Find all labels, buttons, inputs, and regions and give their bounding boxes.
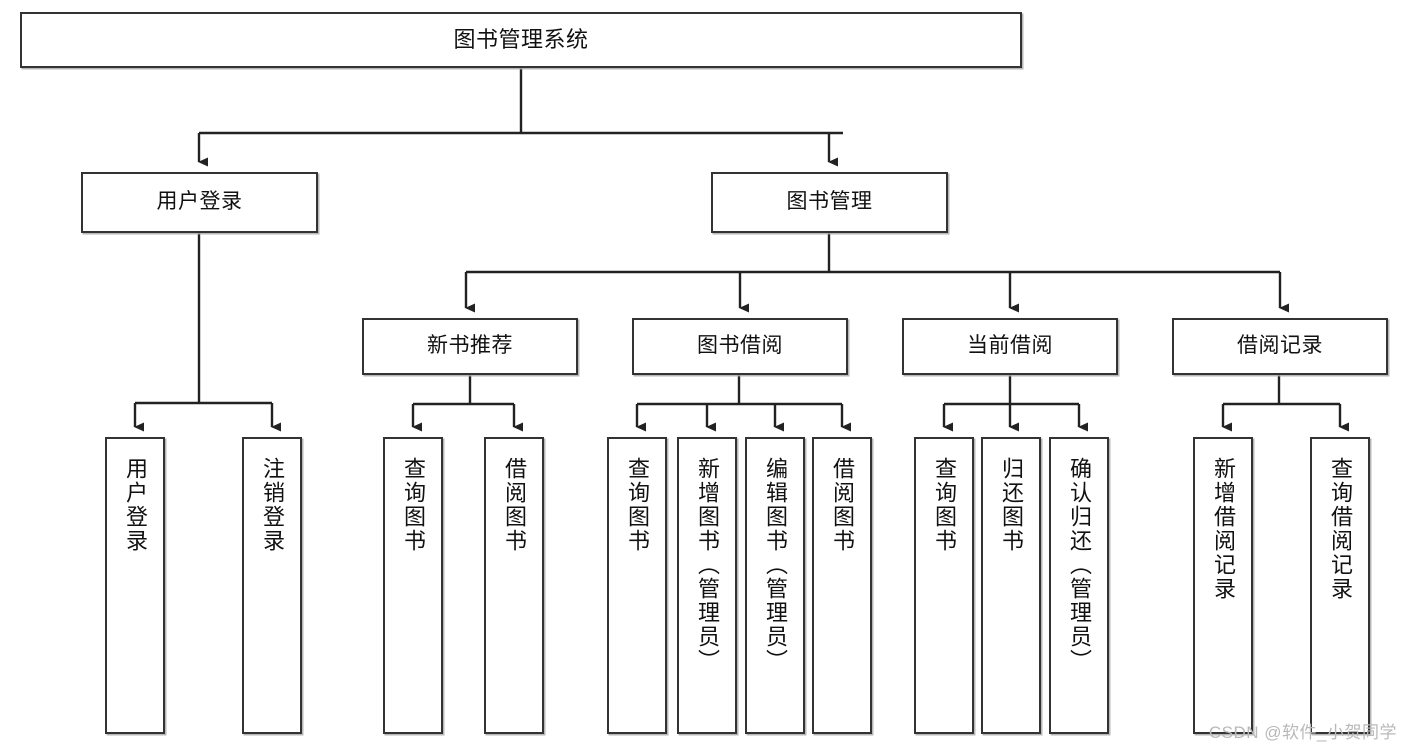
node-borrow-record-label: 借阅记录 <box>1237 334 1323 358</box>
node-leaf-add-book-label: 新增图书（管理员） <box>695 457 720 673</box>
node-leaf-query-record[interactable]: 查询借阅记录 <box>1310 437 1370 734</box>
node-leaf-confirm-return[interactable]: 确认归还（管理员） <box>1049 437 1109 734</box>
node-leaf-query-book-1[interactable]: 查询图书 <box>383 437 443 734</box>
node-leaf-edit-book-label: 编辑图书（管理员） <box>763 457 788 673</box>
node-new-book-rec-label: 新书推荐 <box>427 334 513 358</box>
node-leaf-query-book-2[interactable]: 查询图书 <box>607 437 667 734</box>
node-current-borrow-label: 当前借阅 <box>967 334 1053 358</box>
node-leaf-add-record-label: 新增借阅记录 <box>1211 457 1236 601</box>
node-leaf-query-book-3[interactable]: 查询图书 <box>914 437 974 734</box>
node-book-borrow-label: 图书借阅 <box>697 334 783 358</box>
node-leaf-add-book[interactable]: 新增图书（管理员） <box>677 437 737 734</box>
node-leaf-confirm-return-label: 确认归还（管理员） <box>1067 457 1092 673</box>
node-leaf-query-book-3-label: 查询图书 <box>932 457 957 553</box>
node-borrow-record[interactable]: 借阅记录 <box>1172 318 1388 375</box>
node-leaf-query-book-1-label: 查询图书 <box>401 457 426 553</box>
node-user-login[interactable]: 用户登录 <box>81 172 318 233</box>
node-leaf-edit-book[interactable]: 编辑图书（管理员） <box>745 437 805 734</box>
watermark: CSDN @软件_小贺同学 <box>1208 723 1397 742</box>
node-leaf-query-record-label: 查询借阅记录 <box>1328 457 1353 601</box>
node-leaf-query-book-2-label: 查询图书 <box>625 457 650 553</box>
node-leaf-return-book-label: 归还图书 <box>999 457 1024 553</box>
node-leaf-user-login-label: 用户登录 <box>123 457 148 553</box>
node-leaf-borrow-book-2[interactable]: 借阅图书 <box>812 437 872 734</box>
node-new-book-rec[interactable]: 新书推荐 <box>362 318 578 375</box>
node-leaf-borrow-book-1-label: 借阅图书 <box>502 457 527 553</box>
node-book-manage[interactable]: 图书管理 <box>711 172 948 233</box>
node-leaf-user-login[interactable]: 用户登录 <box>105 437 165 734</box>
node-book-borrow[interactable]: 图书借阅 <box>632 318 848 375</box>
node-root[interactable]: 图书管理系统 <box>20 12 1022 68</box>
node-leaf-logout-label: 注销登录 <box>260 457 285 553</box>
node-current-borrow[interactable]: 当前借阅 <box>902 318 1118 375</box>
node-leaf-logout[interactable]: 注销登录 <box>242 437 302 734</box>
node-root-label: 图书管理系统 <box>453 27 589 53</box>
node-leaf-return-book[interactable]: 归还图书 <box>981 437 1041 734</box>
node-leaf-borrow-book-1[interactable]: 借阅图书 <box>484 437 544 734</box>
node-leaf-borrow-book-2-label: 借阅图书 <box>830 457 855 553</box>
node-book-manage-label: 图书管理 <box>786 190 873 214</box>
node-user-login-label: 用户登录 <box>156 190 243 214</box>
node-leaf-add-record[interactable]: 新增借阅记录 <box>1193 437 1253 734</box>
